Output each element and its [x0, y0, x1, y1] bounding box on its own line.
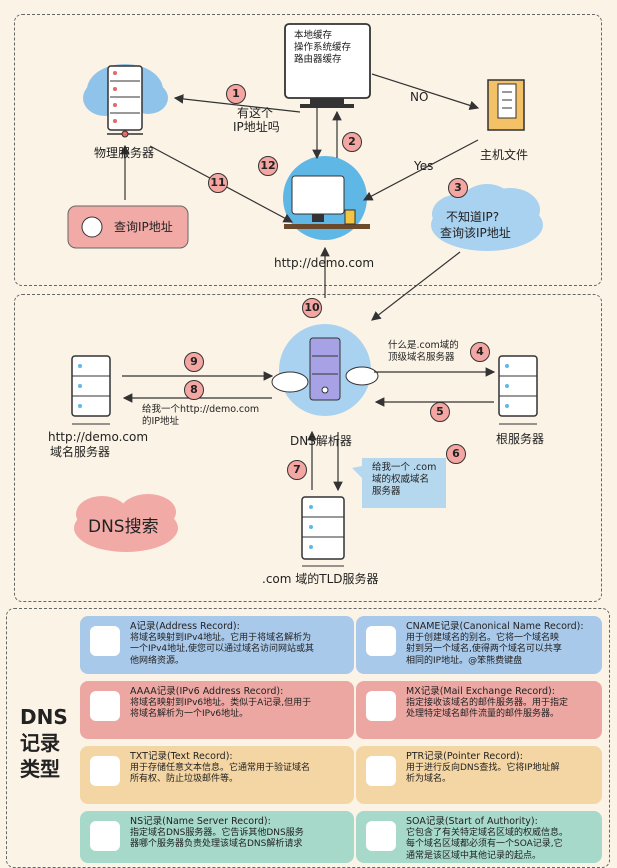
- yes-label: Yes: [414, 159, 434, 173]
- dns-search-cloud: [74, 494, 178, 552]
- tld-server-icon: [301, 496, 345, 567]
- record-line: 他网络资源。: [130, 655, 185, 666]
- record-card: MX记录(Mail Exchange Record):指定接收该域名的邮件服务器…: [356, 681, 602, 739]
- cname-icon: [366, 626, 396, 656]
- record-line: 一个IPv4地址,使您可以通过域名访问网站或其: [130, 644, 314, 654]
- record-card: SOA记录(Start of Authority):它包含了有关特定域名区域的权…: [356, 811, 602, 863]
- record-line: 用于创建域名的别名。它将一个域名映: [406, 632, 560, 643]
- physical-server-label: 物理服务器: [94, 146, 155, 160]
- hosts-file-label: 主机文件: [480, 148, 529, 162]
- note6-line1: 给我一个 .com: [372, 462, 437, 473]
- record-line: 器哪个服务器负责处理该域名DNS解析请求: [130, 839, 303, 849]
- record-line: 析为域名。: [406, 774, 452, 784]
- record-title: AAAA记录(IPv6 Address Record):: [130, 686, 284, 697]
- step-12: 12: [258, 156, 278, 176]
- step-8: 8: [184, 380, 204, 400]
- record-line: 指定接收该域名的邮件服务器。用于指定: [406, 697, 569, 708]
- root-server-label: 根服务器: [496, 432, 545, 446]
- desktop-icon: [283, 156, 370, 240]
- record-title-3: 类型: [20, 757, 60, 781]
- mail-icon: [366, 691, 396, 721]
- record-line: 射到另一个域名,使得两个域名可以共享: [406, 644, 562, 654]
- bubble1-line2: IP地址吗: [233, 120, 280, 134]
- cache-text-3: 路由器缓存: [294, 54, 342, 65]
- step-5: 5: [430, 402, 450, 422]
- resolver-label: DNS解析器: [290, 434, 352, 448]
- step-4: 4: [470, 342, 490, 362]
- txt-file-icon: [90, 756, 120, 786]
- bubble1-line1: 有这个: [237, 106, 274, 120]
- middle-panel: [14, 294, 602, 602]
- record-title: SOA记录(Start of Authority):: [406, 816, 538, 827]
- record-line: 每个域名区域都必须有一个SOA记录,它: [406, 839, 563, 849]
- step-6: 6: [446, 444, 466, 464]
- cloud-text-1: 不知道IP?: [446, 210, 500, 224]
- record-card: AAAA记录(IPv6 Address Record):将域名映射到IPv6地址…: [80, 681, 354, 739]
- step-2: 2: [342, 132, 362, 152]
- map-icon: [90, 691, 120, 721]
- diagram-canvas: [67, 23, 543, 567]
- note4-line2: 顶级域名服务器: [388, 352, 455, 363]
- map-pin-icon: [90, 626, 120, 656]
- step-1: 1: [226, 84, 246, 104]
- record-title: PTR记录(Pointer Record):: [406, 751, 523, 762]
- record-line: 指定域名DNS服务器。它告诉其他DNS服务: [130, 827, 304, 838]
- record-line: 将域名映射到IPv6地址。类似于A记录,但用于: [130, 697, 312, 708]
- record-card: PTR记录(Pointer Record):用于进行反向DNS查找。它将IP地址…: [356, 746, 602, 804]
- domain-server-label-1: http://demo.com: [48, 430, 149, 444]
- step-7: 7: [287, 460, 307, 480]
- step-11: 11: [208, 173, 228, 193]
- top-panel: [14, 14, 602, 286]
- record-title: MX记录(Mail Exchange Record):: [406, 686, 555, 697]
- record-line: 用于进行反向DNS查找。它将IP地址解: [406, 762, 560, 773]
- root-server-icon: [498, 355, 538, 425]
- record-title: A记录(Address Record):: [130, 621, 240, 632]
- record-title: TXT记录(Text Record):: [130, 751, 233, 762]
- note8-line1: 给我一个http://demo.com: [142, 404, 260, 415]
- step-3: 3: [448, 178, 468, 198]
- record-line: 将域名映射到IPv4地址。它用于将域名解析为: [130, 632, 312, 643]
- note6-line2: 域的权威域名: [372, 474, 430, 485]
- physical-server-icon: [83, 64, 168, 138]
- record-title-2: 记录: [20, 731, 60, 755]
- record-line: 处理特定域名邮件流量的邮件服务器。: [406, 709, 560, 719]
- dns-search-label: DNS搜索: [88, 517, 159, 537]
- record-line: 通常是该区域中其他记录的起点。: [406, 850, 542, 861]
- domain-server-icon: [71, 355, 111, 425]
- record-line: 所有权、防止垃圾邮件等。: [130, 774, 239, 784]
- domain-server-label-2: 域名服务器: [50, 445, 111, 459]
- note8-line2: 的IP地址: [142, 416, 180, 427]
- cache-monitor-icon: [284, 23, 371, 108]
- server-icon: [90, 821, 120, 851]
- cloud-text-2: 查询该IP地址: [440, 226, 511, 240]
- hosts-file-icon: [487, 79, 525, 131]
- step-10: 10: [302, 298, 322, 318]
- query-ip-label: 查询IP地址: [114, 220, 173, 234]
- dns-resolver-icon: [271, 324, 379, 416]
- record-card: CNAME记录(Canonical Name Record):用于创建域名的别名…: [356, 616, 602, 674]
- document-icon: [366, 756, 396, 786]
- note4-line1: 什么是.com域的: [388, 340, 459, 351]
- record-line: 它包含了有关特定域名区域的权威信息。: [406, 827, 569, 838]
- note6-line3: 服务器: [372, 486, 401, 497]
- record-card: NS记录(Name Server Record):指定域名DNS服务器。它告诉其…: [80, 811, 354, 863]
- tld-server-label: .com 域的TLD服务器: [262, 572, 379, 586]
- record-card: TXT记录(Text Record):用于存储任意文本信息。它通常用于验证域名所…: [80, 746, 354, 804]
- soa-icon: [366, 821, 396, 851]
- query-cloud-icon: [431, 184, 543, 251]
- record-title: NS记录(Name Server Record):: [130, 816, 271, 827]
- record-line: 将域名解析为一个IPv6地址。: [130, 709, 249, 719]
- record-line: 相同的IP地址。@笨熊费键盘: [406, 655, 523, 666]
- record-title: CNAME记录(Canonical Name Record):: [406, 621, 584, 632]
- step-9: 9: [184, 352, 204, 372]
- record-card: A记录(Address Record):将域名映射到IPv4地址。它用于将域名解…: [80, 616, 354, 674]
- url-label: http://demo.com: [274, 256, 375, 270]
- record-line: 用于存储任意文本信息。它通常用于验证域名: [130, 762, 311, 773]
- cache-text-2: 操作系统缓存: [294, 42, 352, 53]
- no-label: NO: [410, 90, 429, 104]
- cache-text-1: 本地缓存: [294, 30, 333, 41]
- record-title-1: DNS: [20, 705, 68, 729]
